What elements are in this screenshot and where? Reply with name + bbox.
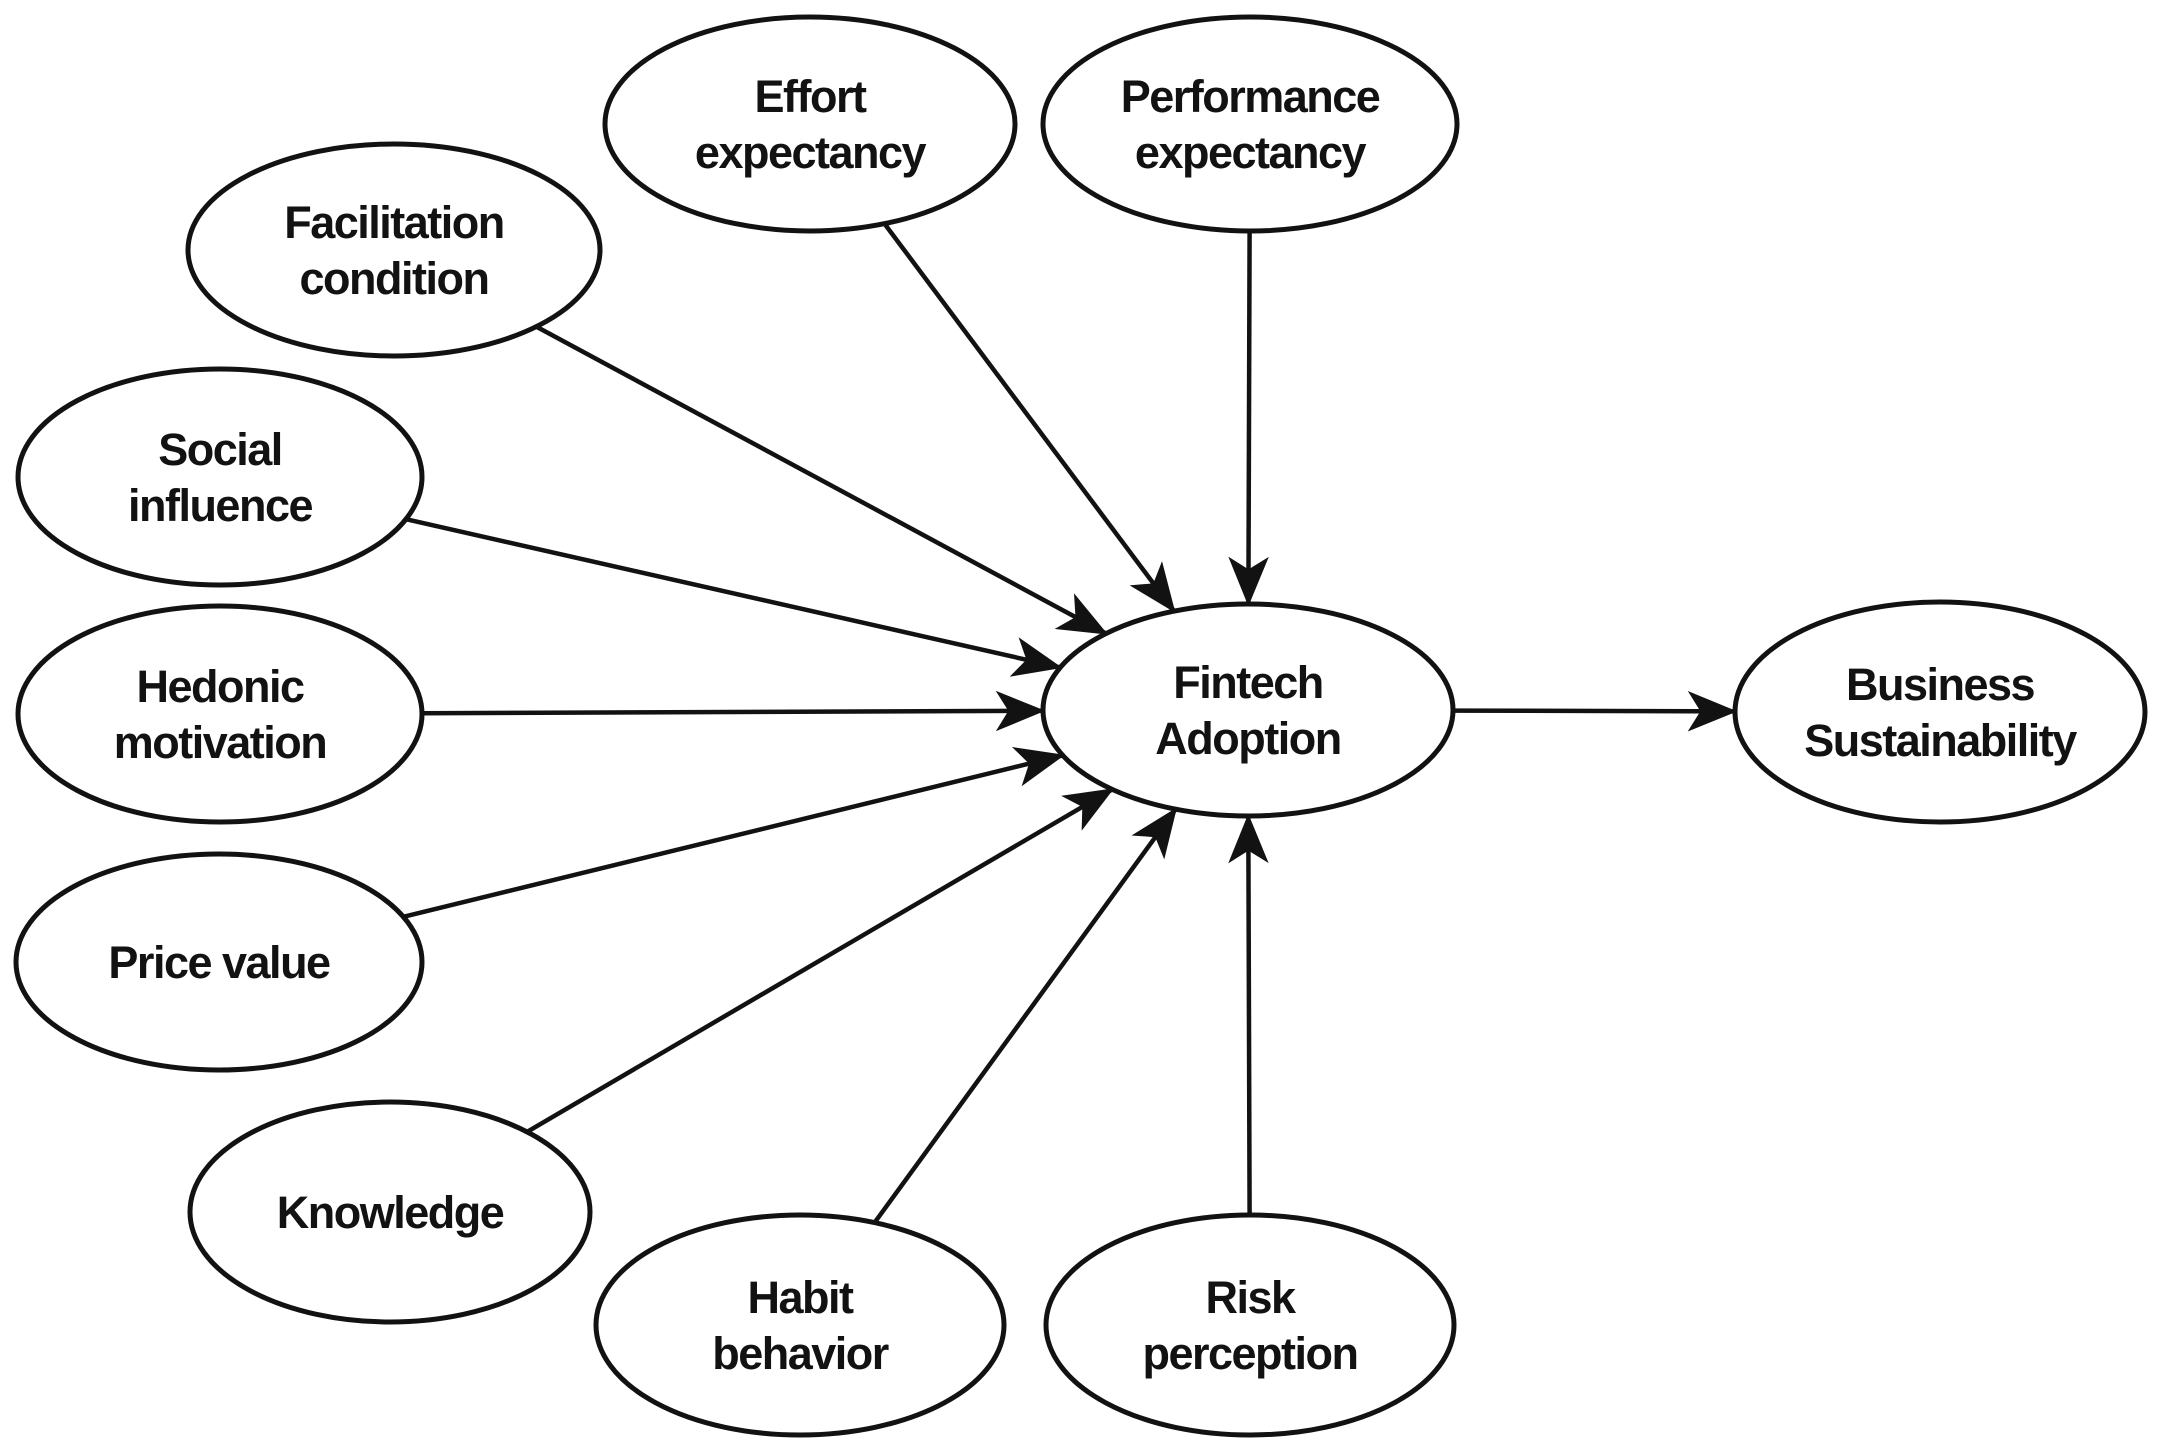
- fintech-adoption-ellipse: [1040, 601, 1456, 819]
- price-value-ellipse: [13, 851, 425, 1073]
- edge-fintech-adoption-to-business-sustainability: [1452, 691, 1738, 732]
- edge-risk-perception-to-fintech-adoption: [1228, 813, 1269, 1216]
- knowledge-label-line-1: Knowledge: [277, 1187, 504, 1238]
- habit-behavior-label-line-2: behavior: [712, 1328, 889, 1379]
- hedonic-motivation-label-line-2: motivation: [114, 717, 327, 768]
- business-sustainability-label-line-1: Business: [1846, 659, 2035, 710]
- habit-behavior-label-line-1: Habit: [748, 1272, 855, 1323]
- social-influence-ellipse: [15, 366, 425, 588]
- habit-behavior-ellipse: [593, 1212, 1007, 1438]
- edge-hedonic-motivation-to-fintech-adoption: [421, 690, 1046, 732]
- price-value-label-line-1: Price value: [108, 937, 330, 988]
- edge-social-influence-to-fintech-adoption: [405, 517, 1063, 677]
- social-influence-label-line-2: influence: [128, 480, 313, 531]
- risk-perception-label-line-2: perception: [1142, 1328, 1357, 1379]
- edge-effort-expectancy-to-fintech-adoption: [882, 222, 1176, 613]
- performance-expectancy-ellipse: [1040, 14, 1460, 234]
- fintech-adoption-label-line-1: Fintech: [1173, 657, 1323, 708]
- knowledge-ellipse: [187, 1099, 593, 1325]
- effort-expectancy-label-line-1: Effort: [755, 71, 867, 122]
- hedonic-motivation-ellipse: [15, 603, 425, 825]
- risk-perception-ellipse: [1043, 1212, 1457, 1438]
- performance-expectancy-label-line-1: Performance: [1121, 71, 1380, 122]
- social-influence-label-line-1: Social: [158, 424, 282, 475]
- hedonic-motivation-label-line-1: Hedonic: [136, 661, 303, 712]
- edge-performance-expectancy-to-fintech-adoption: [1228, 230, 1269, 607]
- fintech-adoption-label-line-2: Adoption: [1155, 713, 1340, 764]
- edge-knowledge-to-fintech-adoption: [525, 787, 1115, 1134]
- risk-perception-label-line-1: Risk: [1205, 1272, 1297, 1323]
- edge-facilitation-condition-to-fintech-adoption: [535, 324, 1108, 636]
- edge-habit-behavior-to-fintech-adoption: [872, 807, 1178, 1224]
- edge-price-value-to-fintech-adoption: [402, 746, 1065, 919]
- facilitation-condition-label-line-2: condition: [300, 253, 489, 304]
- facilitation-condition-ellipse: [185, 141, 603, 359]
- business-sustainability-ellipse: [1732, 599, 2148, 825]
- facilitation-condition-label-line-1: Facilitation: [284, 197, 504, 248]
- node-knowledge: Knowledge: [187, 1099, 593, 1325]
- effort-expectancy-ellipse: [602, 14, 1018, 234]
- node-price-value: Price value: [13, 851, 425, 1073]
- effort-expectancy-label-line-2: expectancy: [695, 127, 927, 178]
- performance-expectancy-label-line-2: expectancy: [1135, 127, 1367, 178]
- business-sustainability-label-line-2: Sustainability: [1804, 715, 2077, 766]
